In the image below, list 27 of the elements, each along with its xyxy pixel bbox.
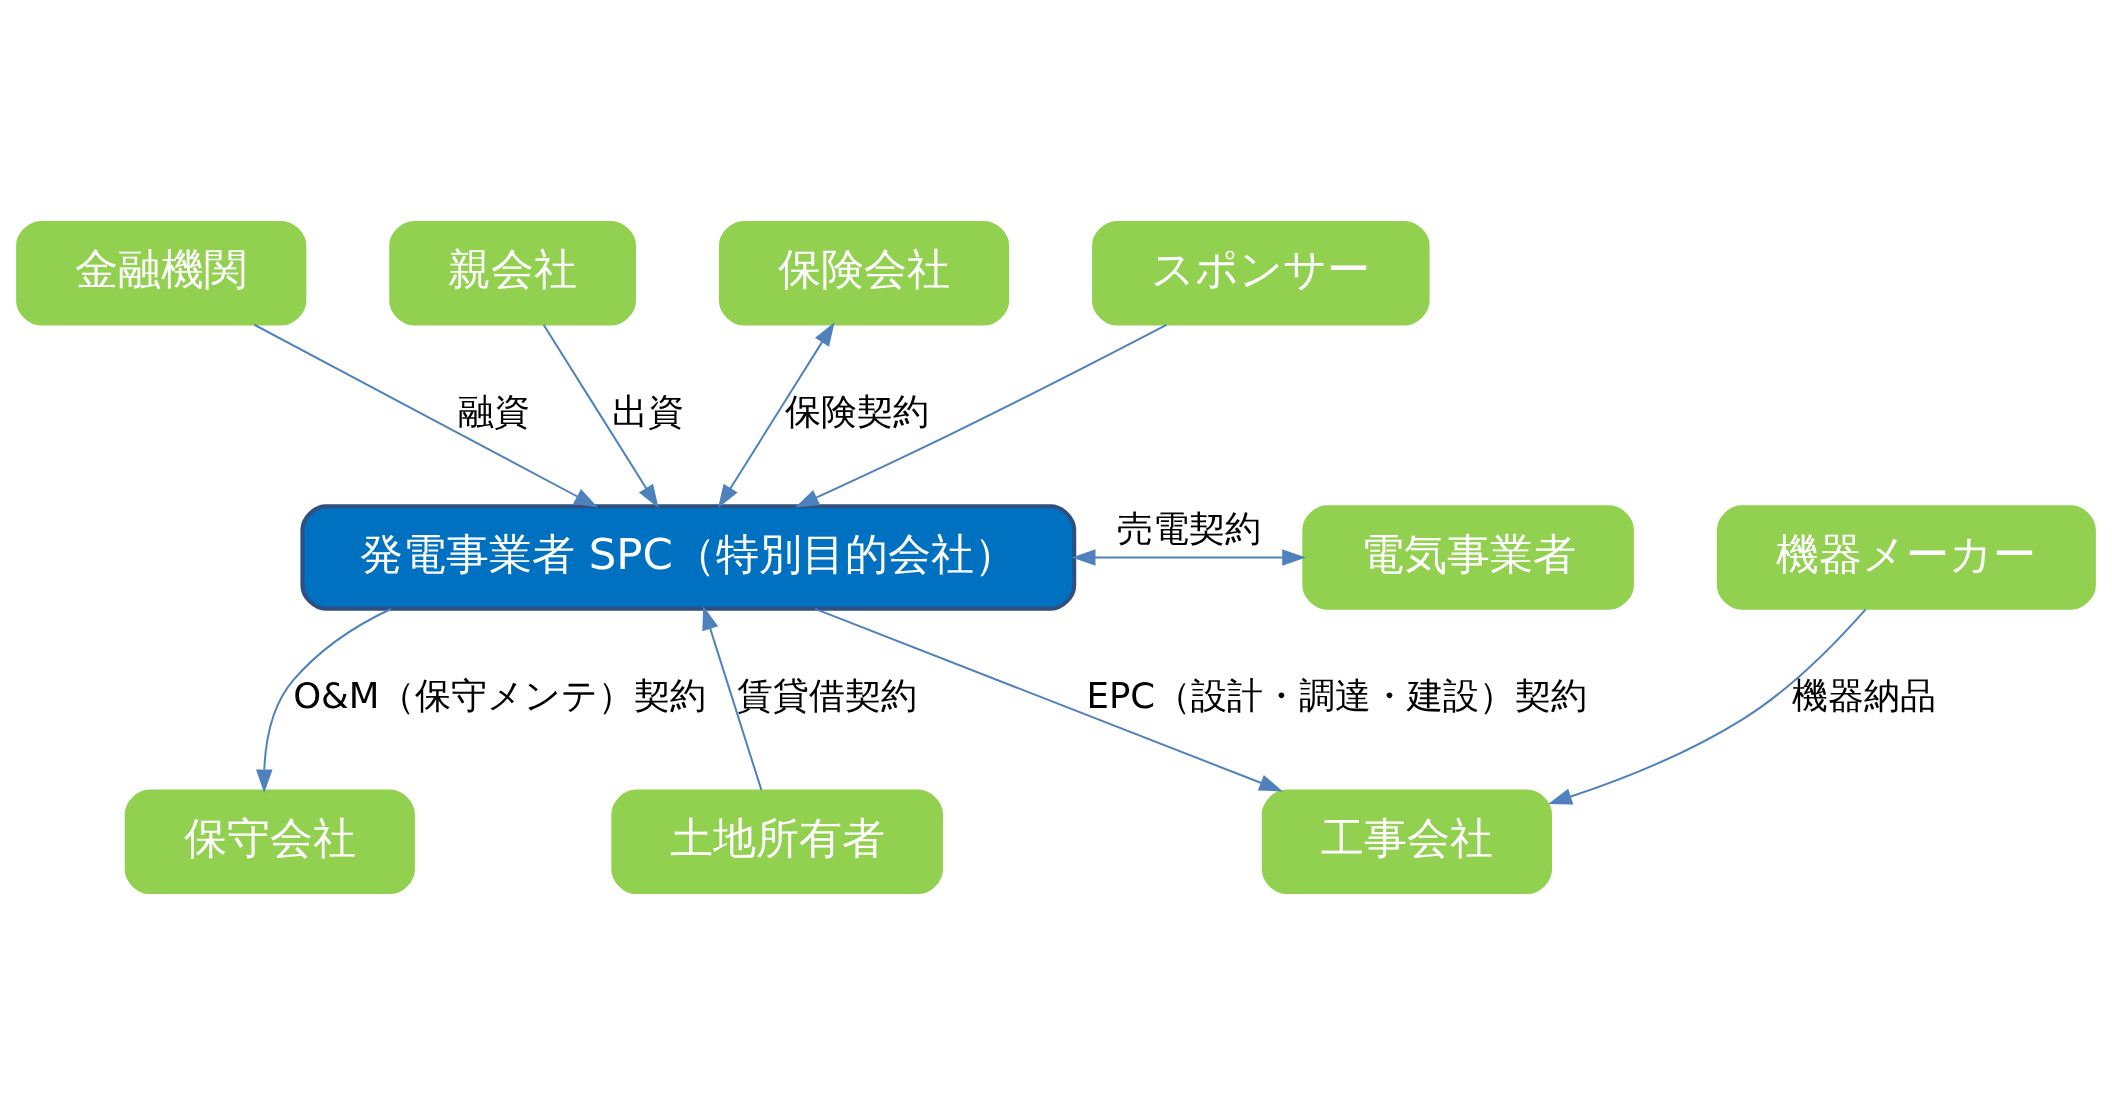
node-box: 保守会社 [124, 788, 415, 894]
arrow [542, 323, 659, 508]
arrow [253, 323, 598, 507]
node-box: 保険会社 [718, 220, 1010, 326]
node-box: 土地所有者 [611, 788, 943, 894]
edge-label: 賃貸借契約 [737, 674, 918, 716]
arrow [795, 323, 1168, 507]
node-box: 親会社 [389, 220, 636, 326]
edge-label: 機器納品 [1791, 674, 1936, 716]
arrow [702, 605, 763, 791]
arrow [718, 321, 835, 508]
node-box: 工事会社 [1261, 788, 1552, 894]
edge-label: 保険契約 [785, 390, 930, 432]
arrow [256, 607, 392, 793]
node-box: 電気事業者 [1302, 504, 1634, 610]
node-box: スポンサー [1092, 220, 1430, 326]
edge-label: 出資 [611, 390, 684, 432]
edge-label: 売電契約 [1116, 507, 1261, 549]
edge-label: 融資 [457, 390, 530, 432]
arrow [814, 607, 1283, 791]
node-box: 機器メーカー [1716, 504, 2096, 610]
arrow [1548, 607, 1867, 804]
arrow [1071, 548, 1306, 566]
edge-label: O&M（保守メンテ）契約 [293, 674, 707, 716]
node-box: 金融機関 [16, 220, 307, 326]
node-box: 発電事業者 SPC（特別目的会社） [300, 503, 1077, 611]
edge-label: EPC（設計・調達・建設）契約 [1086, 674, 1588, 716]
